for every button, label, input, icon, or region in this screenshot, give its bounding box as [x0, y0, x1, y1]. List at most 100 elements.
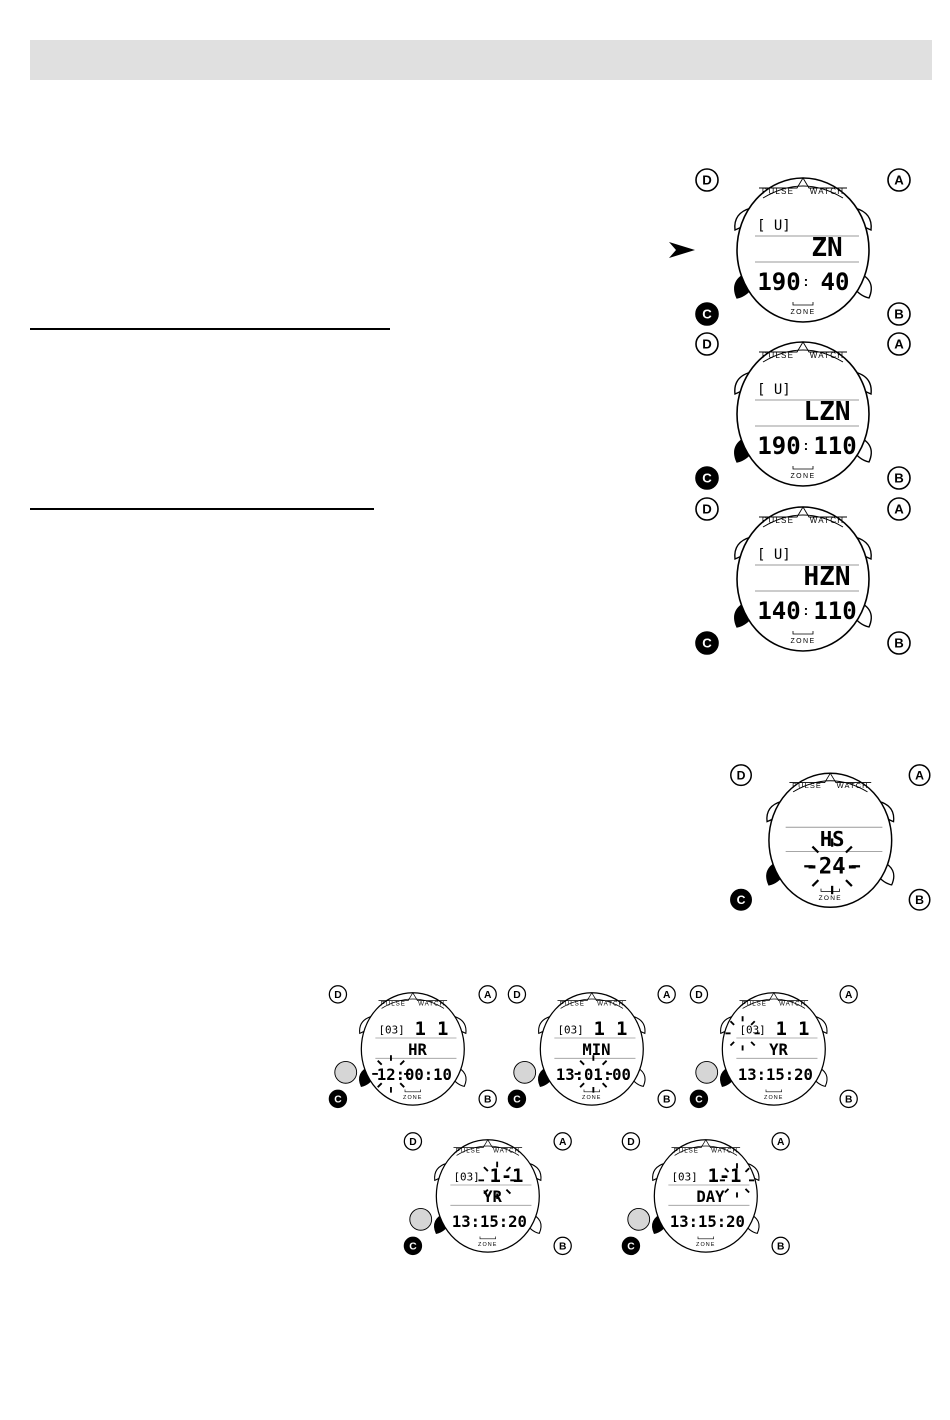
button-b[interactable]: B	[887, 466, 911, 490]
button-d[interactable]: D	[689, 985, 709, 1004]
set-tag: [03]	[739, 1023, 765, 1036]
zone-title: HZN	[804, 562, 851, 592]
flash-mark	[399, 1082, 405, 1088]
button-c[interactable]: C	[730, 888, 752, 911]
section-rule	[30, 328, 390, 330]
set-title: HR	[408, 1041, 427, 1059]
button-c[interactable]: C	[328, 1089, 348, 1109]
button-b[interactable]: B	[553, 1236, 572, 1256]
flash-mark	[601, 1082, 608, 1088]
zone-lower-value: 140	[757, 597, 800, 625]
svg-text:A: A	[484, 990, 492, 1001]
button-d[interactable]: D	[403, 1132, 423, 1151]
flash-mark	[601, 1060, 608, 1066]
brand-label: WATCH	[493, 1147, 520, 1154]
button-c[interactable]: C	[695, 466, 719, 490]
button-a[interactable]: A	[478, 985, 497, 1004]
flash-mark	[744, 1167, 750, 1173]
zone-label: ZONE	[790, 473, 815, 480]
button-c[interactable]: C	[695, 631, 719, 655]
arrow-pointer-icon	[669, 242, 695, 258]
brand-label: PULSE	[674, 1147, 699, 1154]
button-b[interactable]: B	[657, 1089, 676, 1109]
brand-label: PULSE	[762, 187, 794, 196]
button-a[interactable]: A	[887, 497, 911, 521]
button-d[interactable]: D	[328, 985, 348, 1004]
svg-text:B: B	[894, 471, 904, 486]
button-b[interactable]: B	[839, 1089, 858, 1109]
pressed-indicator	[334, 1060, 358, 1084]
brand-label: WATCH	[418, 1000, 445, 1007]
set-title: YR	[769, 1041, 788, 1059]
button-b[interactable]: B	[908, 888, 931, 911]
svg-text:B: B	[663, 1094, 670, 1105]
svg-text:C: C	[702, 636, 712, 651]
button-a[interactable]: A	[657, 985, 676, 1004]
zone-label: ZONE	[696, 1242, 715, 1248]
flash-mark	[750, 1041, 756, 1047]
set-title: DAY	[696, 1188, 725, 1206]
button-a[interactable]: A	[771, 1132, 790, 1151]
button-d[interactable]: D	[695, 168, 719, 192]
flash-mark	[845, 879, 853, 887]
colon: :	[804, 602, 809, 618]
set-tag: [03]	[671, 1170, 697, 1183]
flash-mark	[377, 1082, 383, 1088]
mode-icon: [ U]	[757, 547, 791, 563]
button-c[interactable]: C	[695, 302, 719, 326]
button-d[interactable]: D	[695, 332, 719, 356]
button-d[interactable]: D	[507, 985, 527, 1004]
button-b[interactable]: B	[478, 1089, 497, 1109]
set-tag: [03]	[557, 1023, 583, 1036]
svg-text:B: B	[915, 893, 924, 907]
svg-text:A: A	[777, 1137, 785, 1148]
set-time: 13:15:20	[452, 1213, 527, 1231]
set-tag: [03]	[378, 1023, 404, 1036]
svg-text:C: C	[737, 893, 746, 907]
svg-text:C: C	[695, 1094, 703, 1105]
button-c[interactable]: C	[689, 1089, 709, 1109]
zone-upper-value: 40	[821, 268, 850, 296]
button-c[interactable]: C	[403, 1236, 423, 1256]
mode-icon: [ U]	[757, 218, 791, 234]
flash-mark	[483, 1166, 489, 1172]
mode-icon: [ U]	[757, 382, 791, 398]
flash-mark	[729, 1020, 735, 1026]
flash-mark	[505, 1188, 512, 1195]
brand-label: WATCH	[779, 1000, 806, 1007]
svg-text:A: A	[894, 173, 904, 188]
flash-mark	[579, 1060, 585, 1066]
svg-text:A: A	[915, 768, 924, 782]
button-d[interactable]: D	[695, 497, 719, 521]
button-a[interactable]: A	[887, 332, 911, 356]
svg-text:C: C	[409, 1241, 417, 1252]
button-c[interactable]: C	[621, 1236, 641, 1256]
svg-text:D: D	[334, 990, 341, 1001]
button-d[interactable]: D	[621, 1132, 641, 1151]
button-b[interactable]: B	[887, 631, 911, 655]
brand-label: PULSE	[762, 351, 794, 360]
button-a[interactable]: A	[839, 985, 858, 1004]
button-b[interactable]: B	[887, 302, 911, 326]
colon: :	[804, 437, 809, 453]
brand-label: PULSE	[456, 1147, 481, 1154]
brand-label: WATCH	[711, 1147, 738, 1154]
button-a[interactable]: A	[553, 1132, 572, 1151]
button-a[interactable]: A	[908, 764, 931, 787]
svg-text:B: B	[559, 1241, 566, 1252]
button-d[interactable]: D	[730, 764, 752, 787]
button-a[interactable]: A	[887, 168, 911, 192]
pressed-indicator	[409, 1207, 433, 1231]
button-c[interactable]: C	[507, 1089, 527, 1109]
zone-label: ZONE	[764, 1095, 783, 1101]
svg-text:C: C	[513, 1094, 521, 1105]
zone-lower-value: 190	[757, 268, 800, 296]
brand-label: WATCH	[810, 516, 844, 525]
brand-label: WATCH	[810, 187, 844, 196]
flash-mark	[377, 1060, 383, 1066]
flash-mark	[483, 1188, 489, 1195]
button-b[interactable]: B	[771, 1236, 790, 1256]
